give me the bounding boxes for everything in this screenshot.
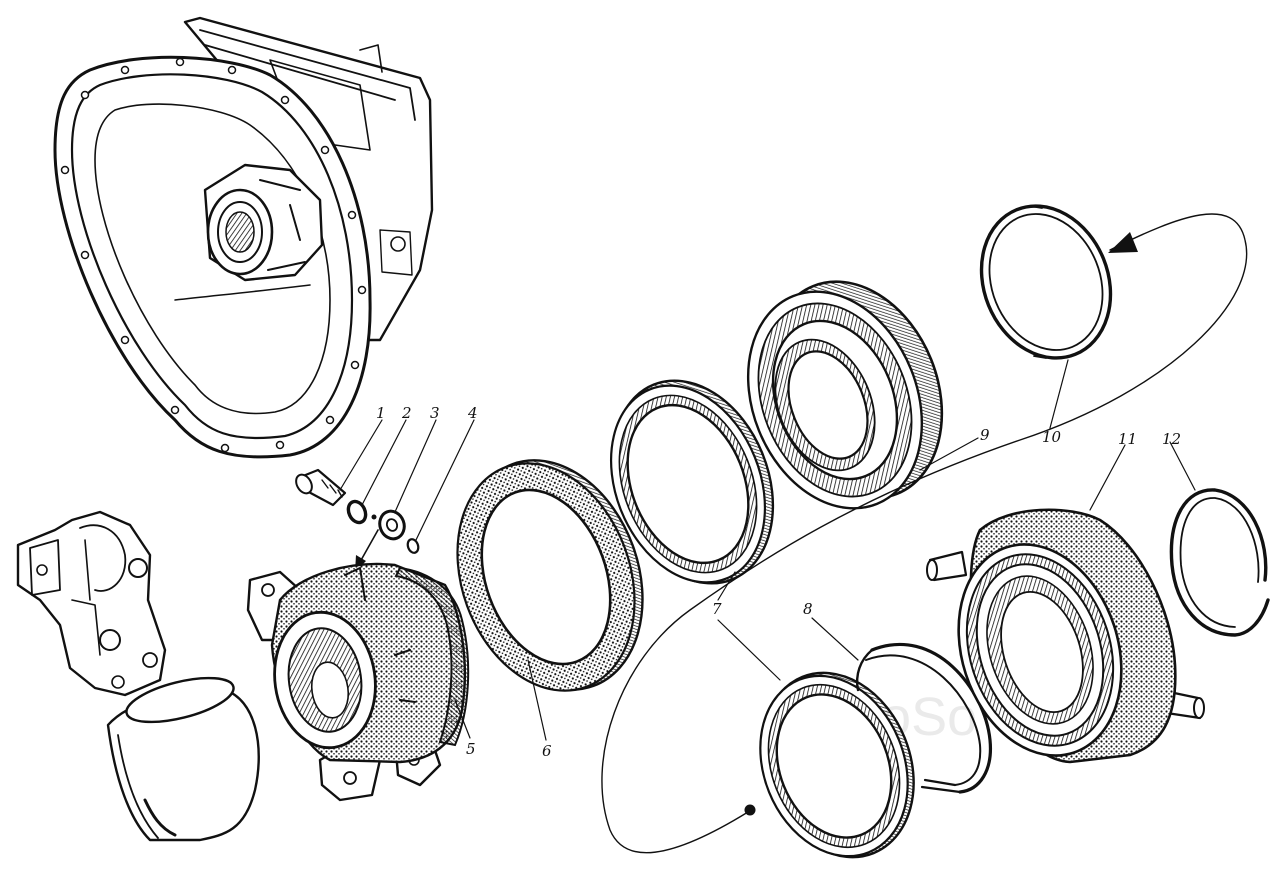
label-part-7: 7 xyxy=(712,600,722,618)
leader-line-5 xyxy=(454,699,471,739)
label-part-8: 8 xyxy=(803,600,813,618)
cylindrical-cover xyxy=(106,676,260,842)
part-11-drum-housing xyxy=(926,508,1205,764)
clutch-housing xyxy=(53,16,434,459)
label-part-1: 1 xyxy=(376,404,386,422)
leader-line-10 xyxy=(1049,359,1069,429)
small-ball xyxy=(371,514,377,520)
assembly-arrow-left xyxy=(359,529,379,563)
leader-line-7a xyxy=(717,571,736,601)
bracket-casting xyxy=(16,510,167,697)
label-part-3: 3 xyxy=(430,404,440,422)
leader-line-2 xyxy=(361,419,407,506)
label-part-5: 5 xyxy=(466,740,476,758)
assembly-path-line xyxy=(601,213,1248,854)
part-10-snap-ring xyxy=(979,204,1113,360)
leader-line-8 xyxy=(811,617,859,661)
leader-line-3 xyxy=(394,419,437,513)
part-6-seal-ring xyxy=(456,459,644,692)
part-3-washer xyxy=(378,509,406,541)
part-12-open-ring xyxy=(1169,488,1270,637)
leader-lines xyxy=(339,359,1196,741)
leader-line-12 xyxy=(1169,441,1196,491)
part-5-bearing-housing xyxy=(246,562,470,802)
label-part-10: 10 xyxy=(1042,428,1062,446)
leader-line-1 xyxy=(339,419,383,491)
part-9-ball-bearing xyxy=(746,280,944,510)
leader-line-7b xyxy=(717,619,781,681)
part-2-washer xyxy=(346,499,368,525)
leader-line-4 xyxy=(415,419,475,541)
label-part-11: 11 xyxy=(1118,430,1137,448)
part-7-ring-lower xyxy=(759,671,915,859)
assembly-path-dot xyxy=(744,804,756,816)
label-part-4: 4 xyxy=(467,404,478,422)
part-7-ring-upper xyxy=(609,379,775,585)
label-part-2: 2 xyxy=(401,404,412,422)
label-part-12: 12 xyxy=(1162,430,1181,448)
leader-line-11 xyxy=(1089,444,1126,511)
part-8-split-ring xyxy=(856,642,993,794)
label-part-9: 9 xyxy=(980,426,990,444)
part-1-bolt xyxy=(295,468,347,507)
assembly-arrowhead-right xyxy=(1108,232,1138,253)
leader-line-9 xyxy=(919,437,979,471)
leader-line-6 xyxy=(527,659,547,741)
part-4-ring xyxy=(406,538,420,554)
label-part-6: 6 xyxy=(542,742,552,760)
